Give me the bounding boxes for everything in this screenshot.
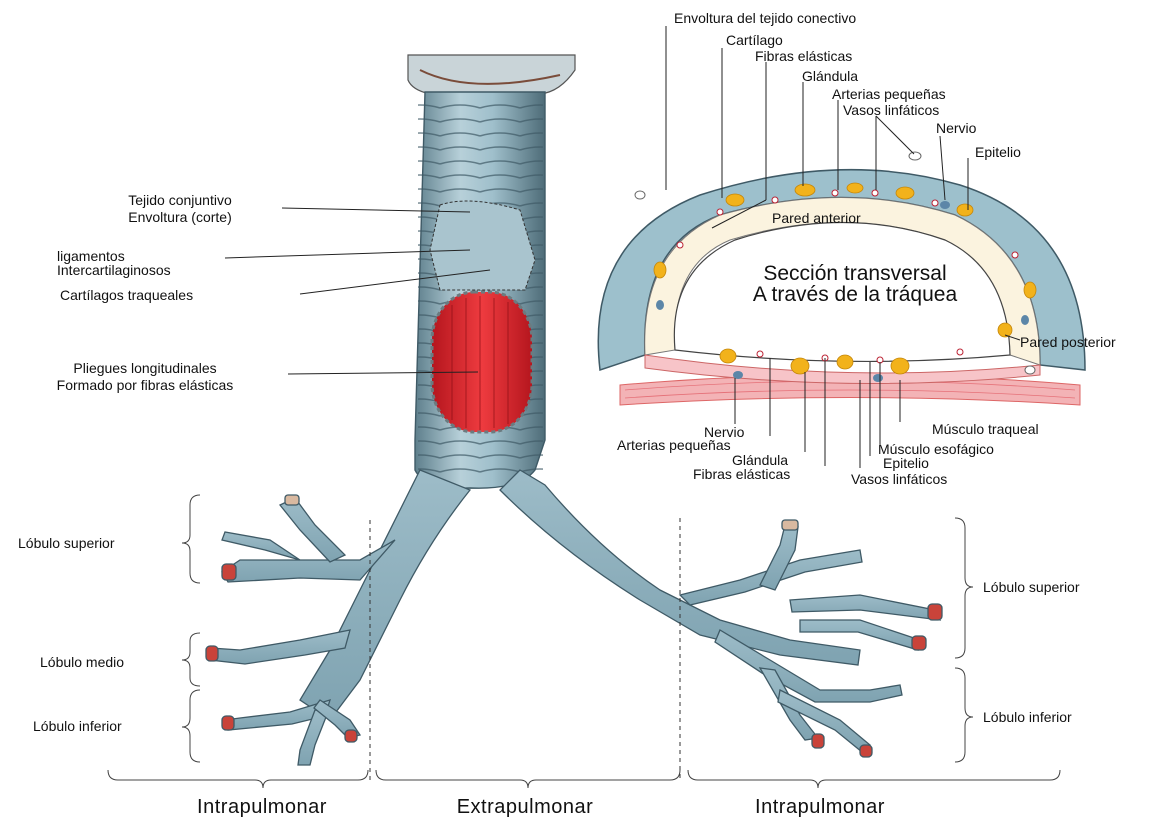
trachea (408, 55, 575, 488)
label-region-extrapulmonar: Extrapulmonar (457, 796, 594, 819)
label-top-nervio: Nervio (936, 120, 976, 136)
label-intercartilaginosos: Intercartilaginosos (57, 262, 171, 278)
label-pared-posterior: Pared posterior (1020, 334, 1116, 350)
label-bottom-arterias-pequenas: Arterias pequeñas (617, 437, 731, 453)
label-tejido-conjuntivo: Tejido conjuntivo (128, 192, 232, 208)
label-right-lobulo-inferior: Lóbulo inferior (983, 709, 1072, 725)
label-formado-por: Formado por fibras elásticas (57, 377, 234, 393)
label-bottom-vasos-linfaticos: Vasos linfáticos (851, 471, 947, 487)
label-top-vasos-linfaticos: Vasos linfáticos (843, 102, 939, 118)
label-left-lobulo-superior: Lóbulo superior (18, 535, 115, 551)
section-title-line2: A través de la tráquea (705, 283, 1005, 307)
label-top-arterias-pequenas: Arterias pequeñas (832, 86, 946, 102)
label-bottom-epitelio: Epitelio (883, 455, 929, 471)
mucosa-window (432, 292, 532, 432)
label-bottom-musculo-traqueal: Músculo traqueal (932, 421, 1039, 437)
label-top-envoltura: Envoltura del tejido conectivo (674, 10, 856, 26)
label-region-intrapulmonar-left: Intrapulmonar (197, 796, 327, 819)
label-region-intrapulmonar-right: Intrapulmonar (755, 796, 885, 819)
label-pliegues-longitudinales: Pliegues longitudinales (73, 360, 216, 376)
label-left-lobulo-inferior: Lóbulo inferior (33, 718, 122, 734)
label-top-glandula: Glándula (802, 68, 858, 84)
label-bottom-fibras-elasticas: Fibras elásticas (693, 466, 790, 482)
label-pared-anterior: Pared anterior (772, 210, 861, 226)
label-envoltura-corte: Envoltura (corte) (128, 209, 231, 225)
label-left-lobulo-medio: Lóbulo medio (40, 654, 124, 670)
label-top-epitelio: Epitelio (975, 144, 1021, 160)
label-cartilagos-traqueales: Cartílagos traqueales (60, 287, 193, 303)
label-bottom-musculo-esofagico: Músculo esofágico (878, 441, 994, 457)
label-right-lobulo-superior: Lóbulo superior (983, 579, 1080, 595)
bronchial-tree (206, 470, 942, 765)
label-top-fibras-elasticas: Fibras elásticas (755, 48, 852, 64)
label-top-cartilago: Cartílago (726, 32, 783, 48)
